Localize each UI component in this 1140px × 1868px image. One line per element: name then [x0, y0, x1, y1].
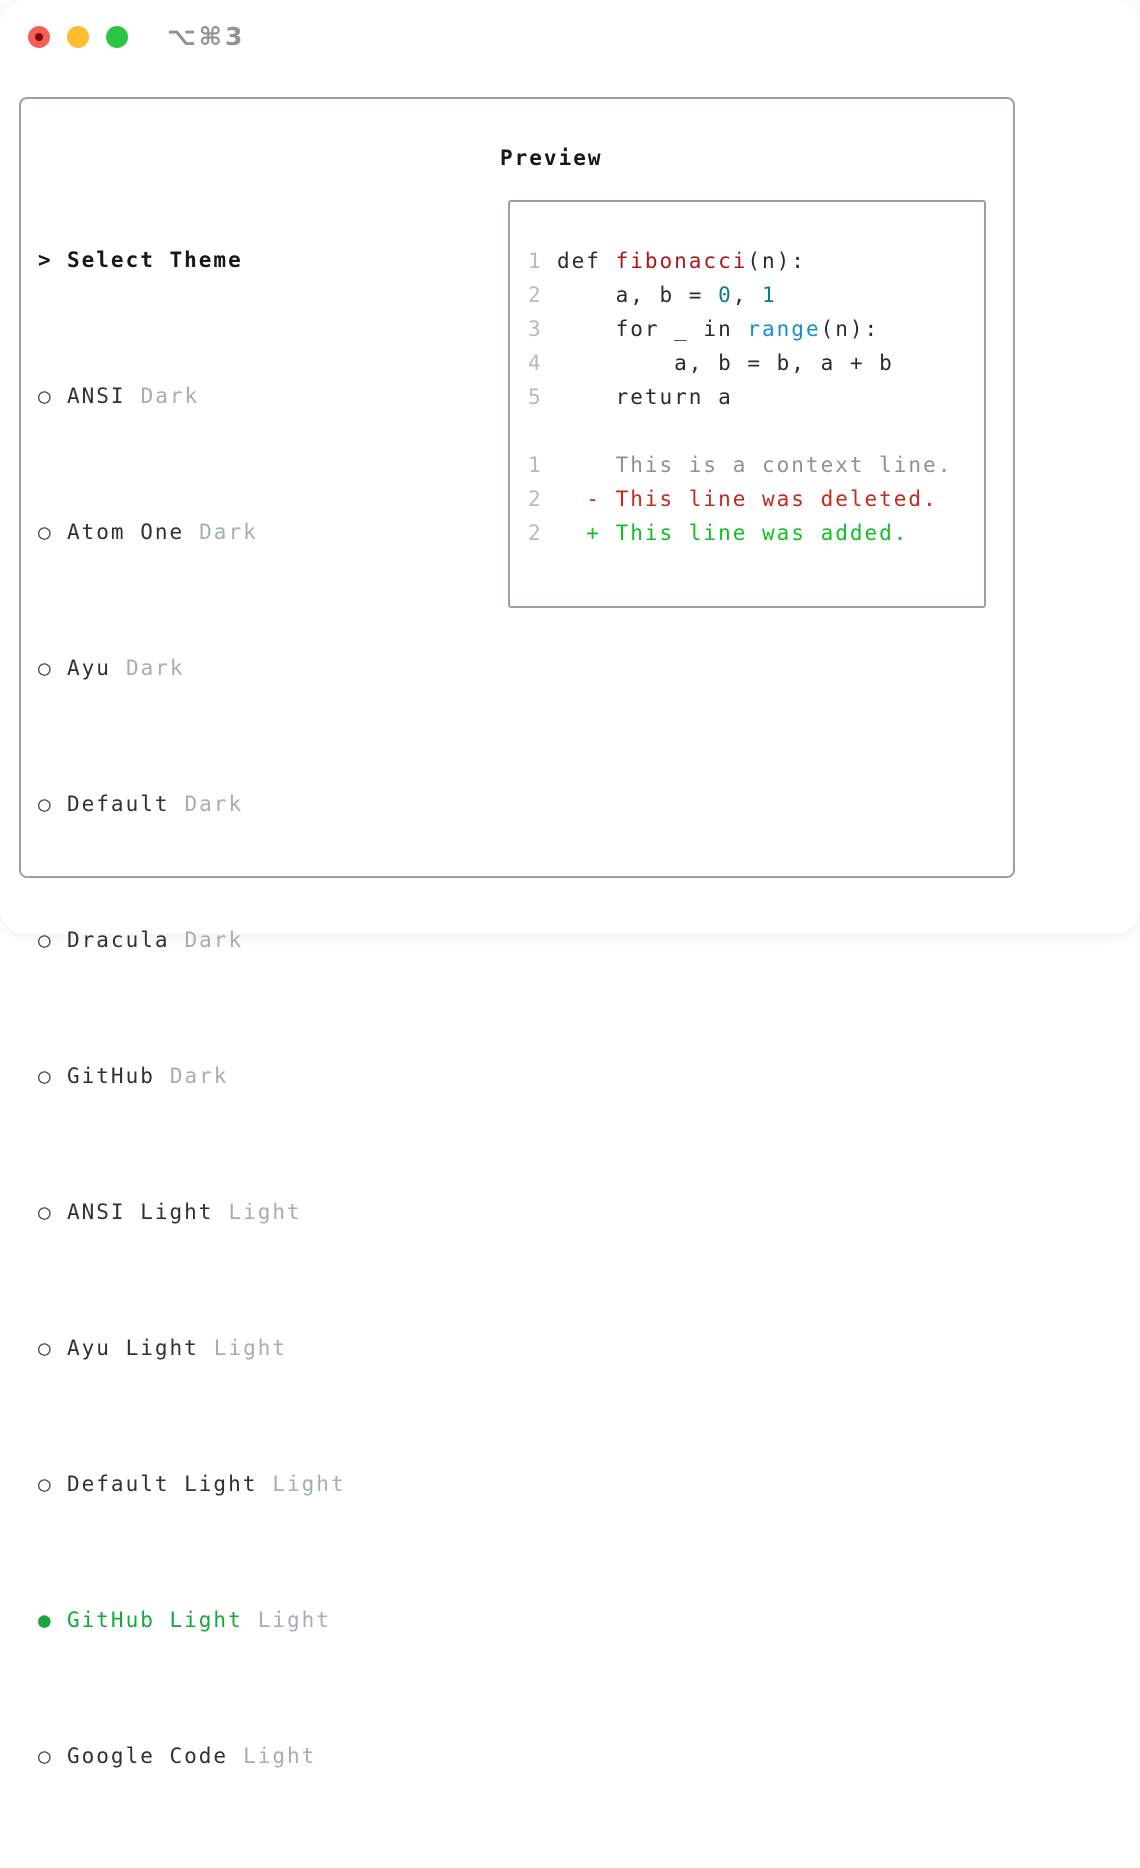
code-line: 2 a, b = 0, 1: [528, 278, 984, 312]
titlebar: ⌥⌘3: [0, 0, 1140, 74]
theme-tag: Light: [258, 1608, 331, 1632]
theme-tag: Light: [272, 1472, 345, 1496]
radio-icon: ○: [38, 1195, 67, 1229]
preview-header: Preview: [500, 141, 603, 175]
code-token-builtin: range: [747, 317, 820, 341]
code-line: 5 return a: [528, 380, 984, 414]
theme-name: Dracula: [67, 928, 170, 952]
theme-tag: Light: [243, 1744, 316, 1768]
theme-name: ANSI Light: [67, 1200, 213, 1224]
radio-selected-icon: ●: [38, 1603, 67, 1637]
radio-icon: ○: [38, 923, 67, 957]
theme-tag: Dark: [185, 928, 244, 952]
radio-icon: ○: [38, 1467, 67, 1501]
theme-tag: Dark: [126, 656, 185, 680]
theme-option-google-code[interactable]: ○Google Code Light: [38, 1739, 448, 1773]
selection-caret-icon: >: [38, 243, 67, 277]
line-number: 1: [528, 244, 557, 278]
theme-name: Google Code: [67, 1744, 228, 1768]
code-token-function: fibonacci: [616, 249, 748, 273]
radio-icon: ○: [38, 787, 67, 821]
theme-option-github-light[interactable]: ●GitHub Light Light: [38, 1603, 448, 1637]
line-number: 2: [528, 482, 557, 516]
code-token-number: 1: [762, 283, 777, 307]
blank-code-line: [528, 414, 984, 448]
theme-tag: Dark: [199, 520, 258, 544]
theme-option-default-dark[interactable]: ○Default Dark: [38, 787, 448, 821]
theme-name: Default: [67, 792, 170, 816]
diff-deleted-text: - This line was deleted.: [557, 487, 938, 511]
window-title: ⌥⌘3: [167, 22, 245, 51]
theme-tag: Dark: [170, 1064, 229, 1088]
radio-icon: ○: [38, 1059, 67, 1093]
radio-icon: ○: [38, 379, 67, 413]
theme-tag: Light: [214, 1336, 287, 1360]
diff-deleted-line: 2 - This line was deleted.: [528, 482, 984, 516]
theme-name: GitHub Light: [67, 1608, 243, 1632]
theme-option-github-dark[interactable]: ○GitHub Dark: [38, 1059, 448, 1093]
line-number: 3: [528, 312, 557, 346]
diff-context-line: 1 This is a context line.: [528, 448, 984, 482]
code-line: 3 for _ in range(n):: [528, 312, 984, 346]
theme-name: Ayu: [67, 656, 111, 680]
theme-tag: Light: [228, 1200, 301, 1224]
theme-tag: Dark: [141, 384, 200, 408]
code-token: for _ in: [557, 317, 747, 341]
code-token: a, b = b, a + b: [557, 351, 894, 375]
code-token: (n):: [821, 317, 880, 341]
code-token: a, b =: [557, 283, 718, 307]
code-token: return a: [557, 385, 733, 409]
line-number: 1: [528, 448, 557, 482]
select-theme-header: >Select Theme: [38, 243, 448, 277]
line-number: 2: [528, 516, 557, 550]
code-line: 4 a, b = b, a + b: [528, 346, 984, 380]
line-number: 2: [528, 278, 557, 312]
theme-name: Default Light: [67, 1472, 257, 1496]
theme-name: Ayu Light: [67, 1336, 199, 1360]
theme-name: GitHub: [67, 1064, 155, 1088]
code-token-number: 0: [718, 283, 733, 307]
line-number: 4: [528, 346, 557, 380]
line-number: 5: [528, 380, 557, 414]
theme-option-ayu-light[interactable]: ○Ayu Light Light: [38, 1331, 448, 1365]
radio-icon: ○: [38, 515, 67, 549]
theme-option-default-light[interactable]: ○Default Light Light: [38, 1467, 448, 1501]
radio-icon: ○: [38, 1739, 67, 1773]
radio-icon: ○: [38, 1331, 67, 1365]
theme-option-ansi-light[interactable]: ○ANSI Light Light: [38, 1195, 448, 1229]
diff-context-text: This is a context line.: [557, 453, 952, 477]
header-label: Select Theme: [67, 248, 243, 272]
code-token: def: [557, 249, 616, 273]
theme-tag: Dark: [185, 792, 244, 816]
theme-option-ayu-dark[interactable]: ○Ayu Dark: [38, 651, 448, 685]
diff-added-text: + This line was added.: [557, 521, 908, 545]
radio-icon: ○: [38, 651, 67, 685]
code-token: ,: [733, 283, 762, 307]
theme-option-atom-one-dark[interactable]: ○Atom One Dark: [38, 515, 448, 549]
diff-added-line: 2 + This line was added.: [528, 516, 984, 550]
close-button[interactable]: [28, 26, 50, 48]
zoom-button[interactable]: [106, 26, 128, 48]
code-token: (n):: [747, 249, 806, 273]
theme-option-ansi-dark[interactable]: ○ANSI Dark: [38, 379, 448, 413]
theme-name: ANSI: [67, 384, 126, 408]
theme-option-dracula-dark[interactable]: ○Dracula Dark: [38, 923, 448, 957]
minimize-button[interactable]: [67, 26, 89, 48]
theme-name: Atom One: [67, 520, 184, 544]
